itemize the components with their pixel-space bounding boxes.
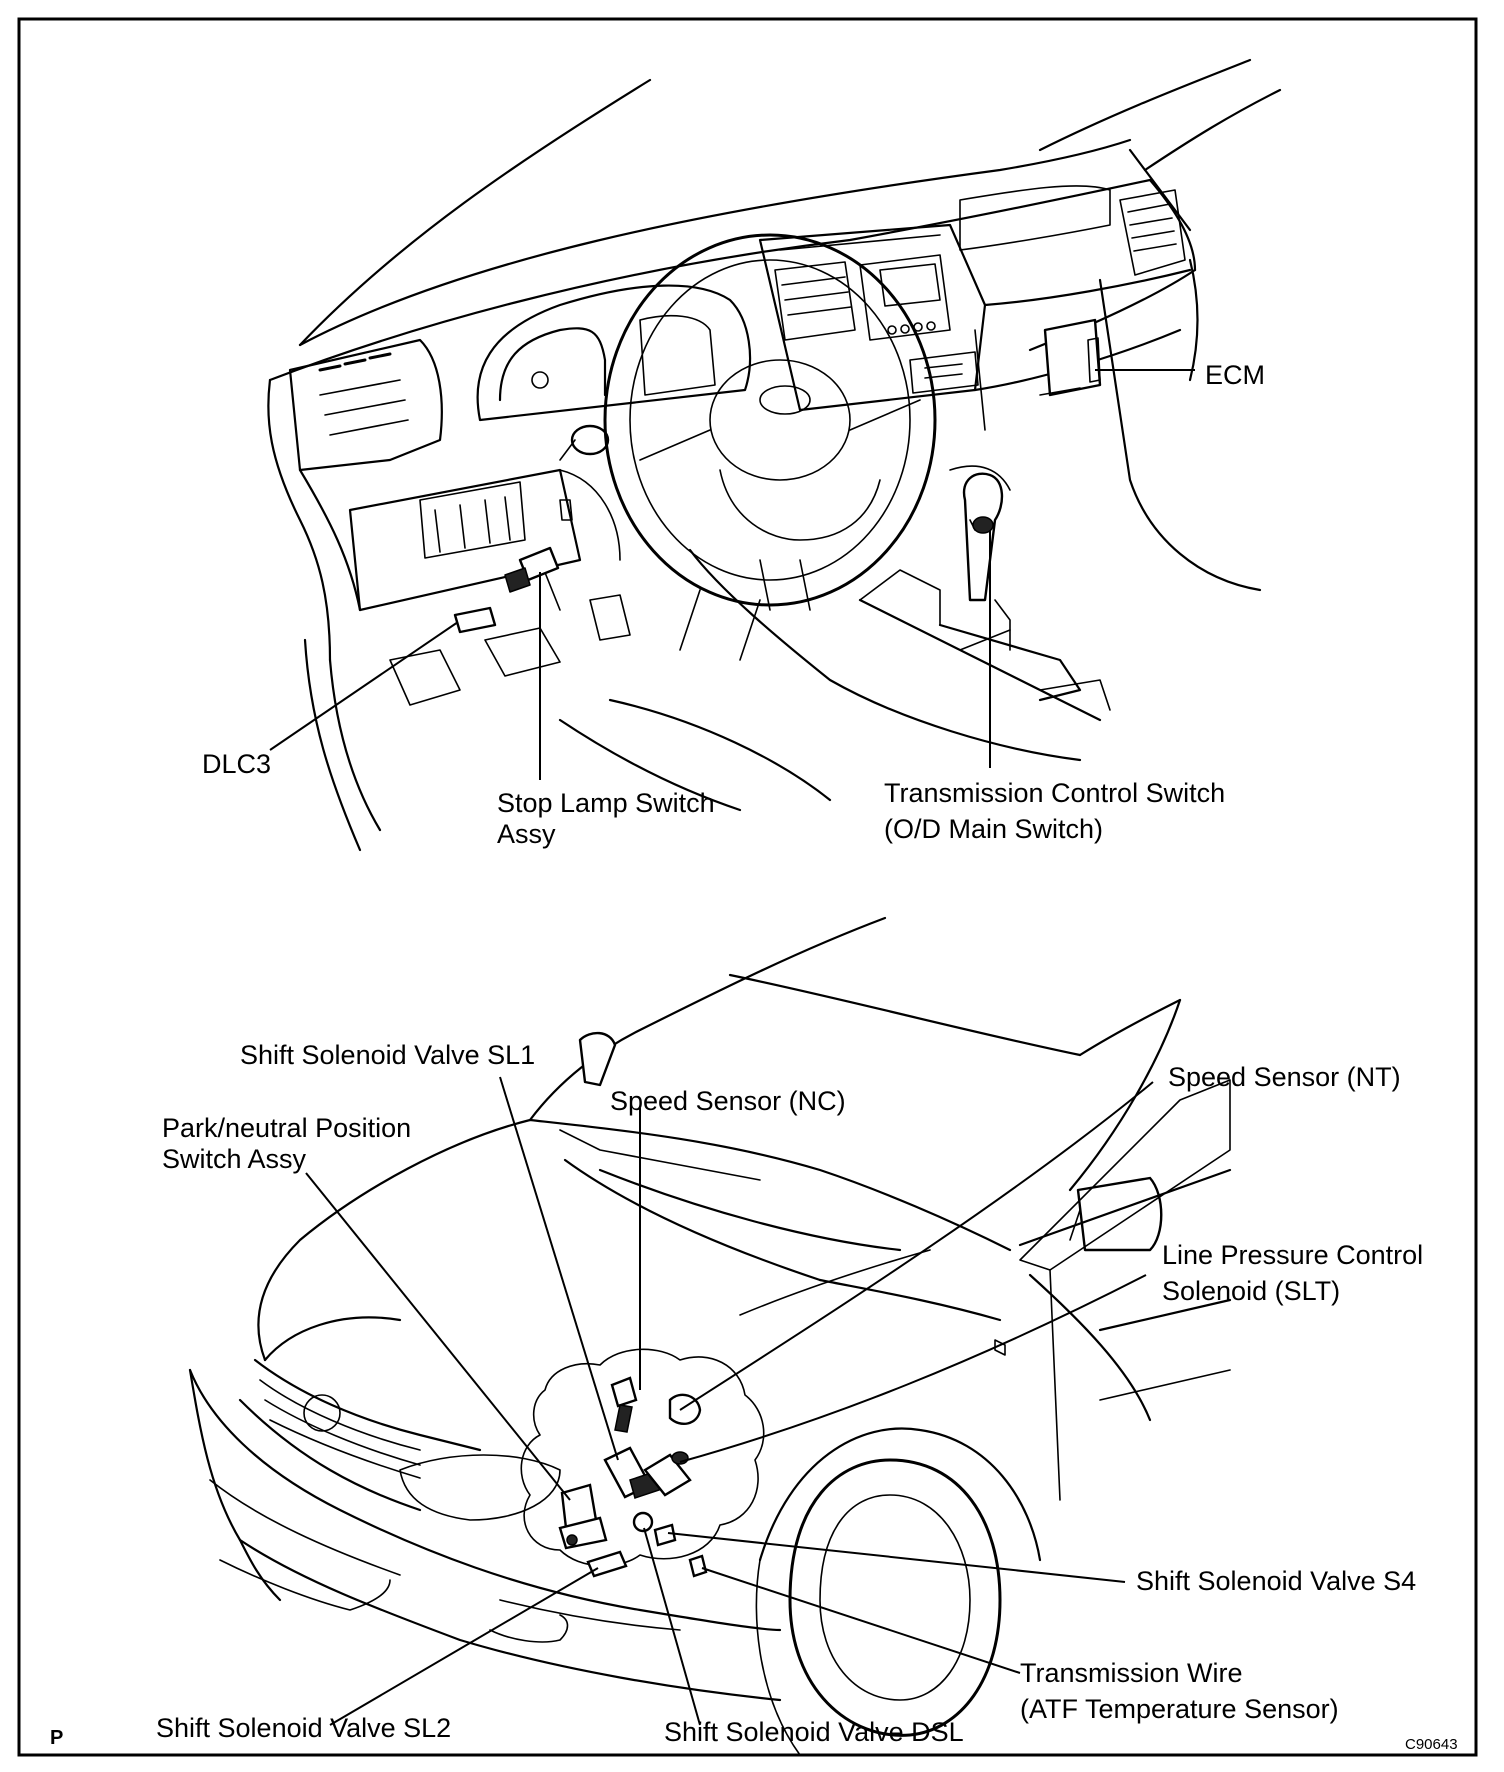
- shift-solenoid-dsl-part: [632, 1511, 654, 1533]
- sl1-leader: [499, 1076, 619, 1461]
- transmission-control-switch-label-line-2: (O/D Main Switch): [884, 814, 1103, 844]
- transmission-wire-label-line-1: Transmission Wire: [1020, 1658, 1243, 1688]
- shift-solenoid-sl2-label: Shift Solenoid Valve SL2: [156, 1713, 451, 1743]
- line-pressure-solenoid-label-line-2: Solenoid (SLT): [1162, 1276, 1340, 1306]
- line-pressure-solenoid-part: [643, 1453, 692, 1497]
- transmission-wire-label-line-2: (ATF Temperature Sensor): [1020, 1694, 1339, 1724]
- speed-sensor-nc-part: [610, 1376, 638, 1408]
- transmission-control-switch-label-line-1: Transmission Control Switch: [884, 778, 1225, 808]
- shift-solenoid-sl1-label: Shift Solenoid Valve SL1: [240, 1040, 535, 1070]
- park-neutral-leader: [305, 1172, 571, 1501]
- shift-solenoid-dsl-label: Shift Solenoid Valve DSL: [664, 1717, 964, 1747]
- speed-sensor-nt-leader: [679, 1081, 1154, 1411]
- dsl-leader: [643, 1527, 701, 1726]
- speed-sensor-nc-label: Speed Sensor (NC): [610, 1086, 846, 1116]
- bottom-leader-lines: [305, 1076, 1154, 1726]
- sl2-leader: [329, 1567, 599, 1726]
- stop-lamp-switch-label-line-2: Assy: [497, 819, 556, 849]
- park-neutral-switch-label-line-1: Park/neutral Position: [162, 1113, 411, 1143]
- s4-leader: [667, 1532, 1126, 1583]
- bottom-callout-labels: Shift Solenoid Valve SL1 Speed Sensor (N…: [156, 1040, 1423, 1747]
- line-pressure-solenoid-label-line-1: Line Pressure Control: [1162, 1240, 1423, 1270]
- speed-sensor-nt-label: Speed Sensor (NT): [1168, 1062, 1401, 1092]
- top-callout-labels: ECM DLC3 Stop Lamp Switch Assy Transmiss…: [202, 360, 1265, 849]
- stop-lamp-switch-label-line-1: Stop Lamp Switch: [497, 788, 715, 818]
- corner-mark: P: [50, 1727, 63, 1749]
- park-neutral-switch-label-line-2: Switch Assy: [162, 1144, 307, 1174]
- shift-solenoid-s4-part: [653, 1523, 677, 1547]
- transmission-wire-part: [688, 1554, 708, 1578]
- shift-solenoid-sl2-part: [586, 1550, 628, 1578]
- dlc3-leader: [269, 621, 459, 751]
- vehicle-illustration: [188, 916, 1232, 1756]
- top-leader-lines: [269, 369, 1195, 780]
- diagram-code: C90643: [1405, 1736, 1458, 1753]
- figure-border: [17, 17, 1478, 1757]
- dlc3-label: DLC3: [202, 749, 271, 779]
- ecm-label: ECM: [1205, 360, 1265, 390]
- transmission-wire-leader: [701, 1567, 1021, 1674]
- dashboard-illustration: [267, 58, 1282, 852]
- transmission-components: [558, 1376, 708, 1578]
- line-pressure-leader: [679, 1274, 1147, 1463]
- shift-solenoid-s4-label: Shift Solenoid Valve S4: [1136, 1566, 1416, 1596]
